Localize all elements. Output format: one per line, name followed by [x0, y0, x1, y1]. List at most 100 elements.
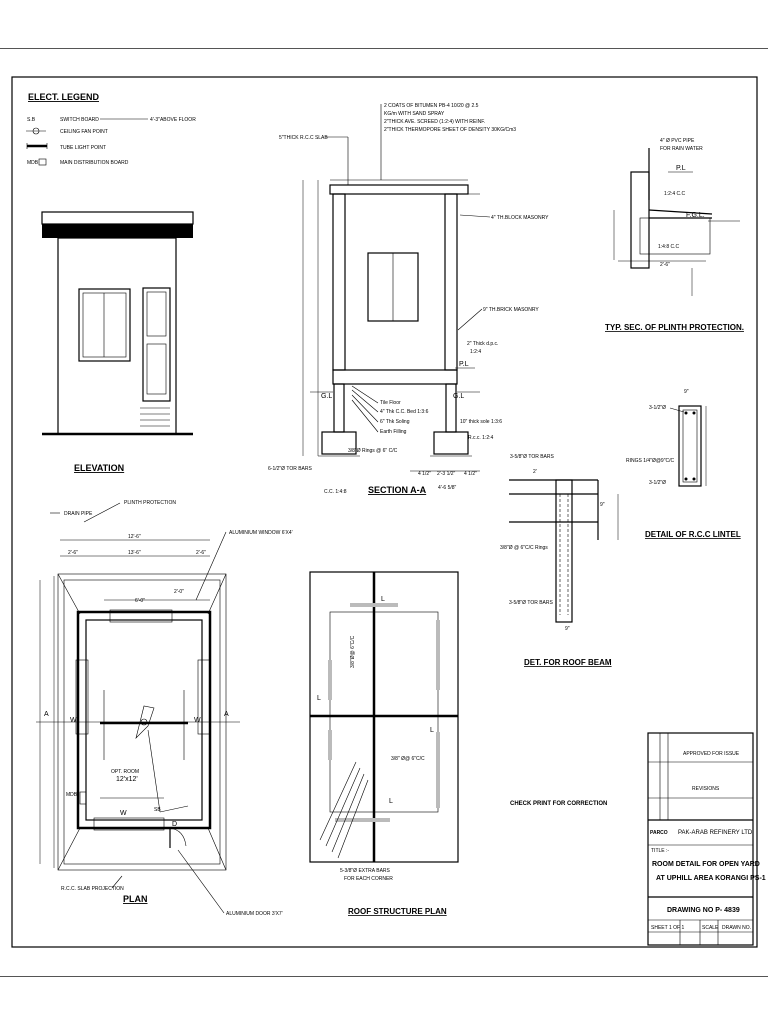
section-slab-label: 5"THICK R.C.C SLAB — [279, 135, 328, 141]
plan-room-name: OPT. ROOM — [111, 769, 139, 775]
section-title: SECTION A-A — [368, 485, 427, 495]
legend-title: ELECT. LEGEND — [28, 92, 100, 102]
plinth-pipe-label-2: FOR RAIN WATER — [660, 146, 703, 152]
section-dim-4: 4'-6 5/8" — [438, 485, 457, 491]
plinth-pipe-label: 4" Ø PVC PIPE — [660, 138, 695, 144]
roof-beam-detail: 3-5/8"Ø TOR BARS 2' 3/8"Ø @ 6"C/C Rings … — [500, 454, 619, 667]
section-layer-2: 4" Thk C.C. Bed 1:3:6 — [380, 409, 429, 415]
check-print-label: CHECK PRINT FOR CORRECTION — [510, 801, 607, 807]
beam-title: DET. FOR ROOF BEAM — [524, 658, 612, 667]
legend-label-tube: TUBE LIGHT POINT — [60, 145, 106, 151]
plinth-cc2-label: 1:4:8 C.C — [658, 244, 680, 250]
section-dim-2: 2'-3 1/2" — [437, 471, 456, 477]
section-dim-1: 4 1/2" — [418, 471, 431, 477]
lintel-detail: 9" 3-1/2"Ø RINGS 1/4"Ø@9"C/C 3-1/2"Ø DET… — [626, 389, 741, 539]
section-note-2: KG/m WITH SAND SPRAY — [384, 111, 445, 117]
section-dpc-label: 2" Thick d.p.c. — [467, 341, 498, 347]
section-note-1: 2 COATS OF BITUMEN PB-4 10/20 @ 2.5 — [384, 103, 479, 109]
plan-w-left: W — [70, 717, 77, 724]
tb-revisions: REVISIONS — [692, 786, 720, 792]
electrical-legend: ELECT. LEGEND S.B SWITCH BOARD 4'-3"ABOV… — [26, 92, 196, 166]
plan-view: PLINTH PROTECTION DRAIN PIPE ALUMINIUM W… — [36, 500, 293, 917]
plan-w-bottom: W — [120, 810, 127, 817]
section-block-label: 4" TH.BLOCK MASONRY — [491, 215, 549, 221]
tb-title-label: TITLE :- — [651, 848, 669, 854]
plinth-detail: 4" Ø PVC PIPE FOR RAIN WATER P.L 1:2:4 C… — [605, 138, 744, 332]
legend-note-switch: 4'-3"ABOVE FLOOR — [150, 117, 196, 123]
plinth-cc1-label: 1:2:4 C.C — [664, 191, 686, 197]
plan-title: PLAN — [123, 894, 148, 904]
legend-symbol-sb: S.B — [27, 117, 36, 123]
plan-section-a-left: A — [44, 711, 49, 718]
plan-door-swing — [169, 827, 187, 847]
tb-drawing-no: DRAWING NO P- 4839 — [667, 907, 740, 914]
fan-icon — [26, 127, 46, 135]
tb-title-2: AT UPHILL AREA KORANGI PS-1 — [656, 875, 766, 882]
section-sole-label: 10" thick sole 1:3:6 — [460, 419, 502, 425]
lintel-section — [678, 405, 702, 487]
plan-mdb-label: MDB — [66, 792, 78, 798]
elevation-view: ELEVATION — [41, 211, 194, 473]
plan-window-right — [197, 659, 211, 735]
plan-slab-proj-label: R.C.C. SLAB PROJECTION — [61, 886, 124, 892]
section-view: 2 COATS OF BITUMEN PB-4 10/20 @ 2.5 KG/m… — [268, 103, 549, 495]
roof-l-top: L — [381, 596, 385, 603]
legend-symbol-mdb: MDB — [27, 160, 39, 166]
lintel-width-label: 9" — [684, 389, 689, 395]
elevation-title: ELEVATION — [74, 463, 124, 473]
footing-right — [433, 431, 469, 455]
plan-window-bottom — [93, 817, 165, 831]
title-block: APPROVED FOR ISSUE REVISIONS PARCO PAK-A… — [647, 732, 766, 946]
lintel-top-label: 3-1/2"Ø — [649, 405, 666, 411]
plinth-fgl-label: F.G.L. — [686, 212, 705, 219]
plinth-pl-label: P.L — [676, 165, 686, 172]
plinth-title: TYP. SEC. OF PLINTH PROTECTION. — [605, 323, 744, 332]
section-rcc-label: R.c.c. 1:2:4 — [468, 435, 494, 441]
tb-title-1: ROOM DETAIL FOR OPEN YARD — [652, 861, 760, 868]
section-layer-3: 6" Thk Soling — [380, 419, 410, 425]
plan-drain-label: DRAIN PIPE — [64, 511, 93, 517]
section-floor — [332, 369, 458, 385]
plan-window-label: ALUMINIUM WINDOW 6'X4' — [229, 530, 293, 536]
tube-light-icon — [26, 143, 48, 149]
plan-w-right: W — [194, 717, 201, 724]
beam-dim-1: 2' — [533, 469, 537, 475]
plan-dim-2: 2'-6" — [68, 550, 78, 556]
roof-l-left: L — [317, 695, 321, 702]
plan-window-top — [109, 609, 173, 623]
lintel-title: DETAIL OF R.C.C LINTEL — [645, 530, 741, 539]
section-left-wall — [332, 193, 346, 371]
roof-slab — [329, 184, 469, 195]
section-note-4: 2"THICK THERMOPORE SHEET OF DENSITY 30KG… — [384, 127, 516, 133]
plan-dim-1: 12'-6" — [128, 534, 141, 540]
tb-sheet: SHEET 1 OF 1 — [651, 925, 684, 931]
elevation-window — [78, 288, 131, 362]
lintel-bottom-label: 3-1/2"Ø — [649, 480, 666, 486]
tb-scale: SCALE — [702, 925, 719, 931]
roof-l-right: L — [430, 727, 434, 734]
footing-left — [321, 431, 357, 455]
roof-extra-bars-2: FOR EACH CORNER — [344, 876, 393, 882]
section-dpc-mix: 1:2:4 — [470, 349, 481, 355]
roof-l-bottom: L — [389, 798, 393, 805]
beam-rings-label: 3/8"Ø @ 6"C/C Rings — [500, 545, 548, 551]
roof-beam-column — [555, 479, 573, 623]
roof-title: ROOF STRUCTURE PLAN — [348, 907, 447, 916]
legend-label-fan: CEILING FAN POINT — [60, 129, 108, 135]
section-right-wall — [444, 193, 458, 371]
beam-bottom-label: 3-5/8"Ø TOR BARS — [509, 600, 553, 606]
section-torbars-label: 6-1/2"Ø TOR BARS — [268, 466, 312, 472]
drawing-sheet — [0, 48, 768, 977]
plan-door-label: ALUMINIUM DOOR 3'X7' — [226, 911, 283, 917]
section-rings-label: 3/8"Ø Rings @ 6" C/C — [348, 448, 398, 454]
beam-dim-2: 9" — [600, 502, 605, 508]
section-note-3: 2"THICK AVE. SCREED (1:2:4) WITH REINF. — [384, 119, 485, 125]
plan-section-a-right: A — [224, 711, 229, 718]
roof-plan-view: L L L L 3/8" Ø@ 6"C/C 3/8"Ø@ 6"C/C 5-3/8… — [309, 571, 607, 916]
roof-extra-bars: 5-3/8"Ø EXTRA BARS — [340, 868, 391, 874]
lintel-rings-label: RINGS 1/4"Ø@9"C/C — [626, 458, 674, 464]
legend-label-switch: SWITCH BOARD — [60, 117, 99, 123]
section-dim-3: 4 1/2" — [464, 471, 477, 477]
plinth-dim-label: 2'-6" — [660, 262, 670, 268]
